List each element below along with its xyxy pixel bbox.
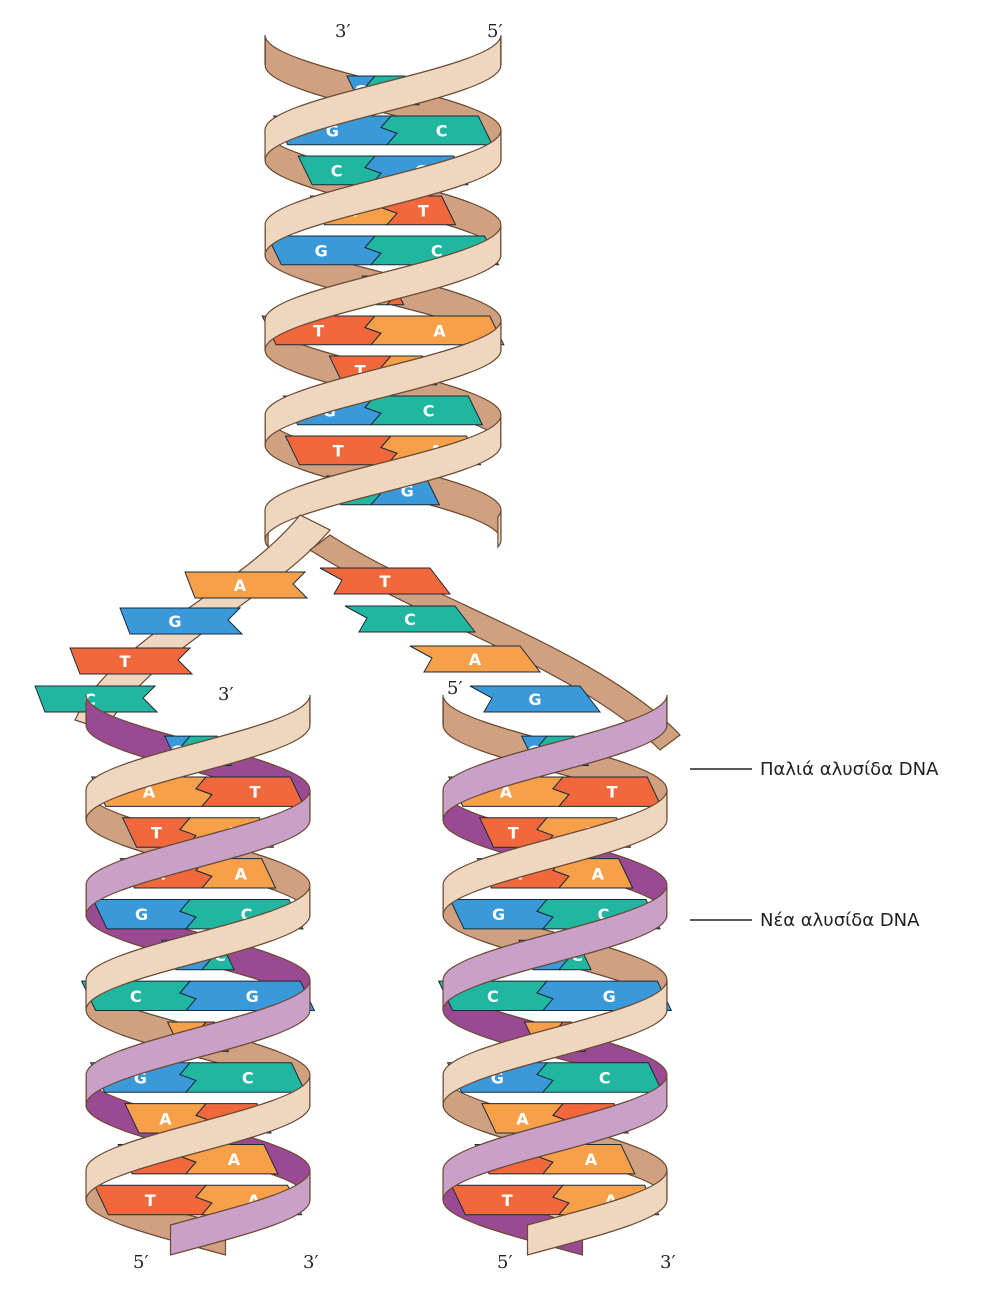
right-daughter-helix: GCATTATAGCGCCGATGCATTATA — [439, 695, 672, 1255]
right-daughter-base-letter: A — [592, 864, 605, 883]
fork-right-base-letter: A — [469, 650, 482, 669]
right-daughter-base-letter: G — [492, 905, 505, 924]
right-daughter-base-letter: G — [603, 987, 616, 1006]
right-daughter-base-letter: T — [607, 783, 618, 802]
left-daughter-strand-a-front-segment — [86, 1077, 310, 1200]
parent-helix: GCGCCGATGCATTATAGCTACG — [262, 35, 504, 547]
new-strand-label: Νέα αλυσίδα DNA — [760, 910, 920, 931]
parent-base-letter: T — [313, 321, 324, 340]
right-daughter-base-letter: C — [599, 1068, 611, 1087]
parent-base-letter: G — [315, 241, 328, 260]
left-daughter-base-letter: C — [242, 1068, 254, 1087]
parent-base-letter: C — [436, 121, 448, 140]
right-daughter-bottom-right-label: 3′ — [660, 1252, 676, 1273]
right-daughter-base-letter: A — [516, 1109, 529, 1128]
fork-right-old-strand — [310, 535, 680, 750]
right-daughter-strand-b-front-segment — [443, 791, 667, 917]
right-daughter-base-letter: A — [585, 1150, 598, 1169]
left-daughter-base-letter: T — [145, 1191, 156, 1210]
left-daughter-base-letter: A — [228, 1150, 241, 1169]
fork-left-base-letter: A — [234, 576, 247, 595]
right-daughter-bottom-left-label: 5′ — [497, 1252, 513, 1273]
left-daughter-base-letter: A — [159, 1109, 172, 1128]
right-daughter-strand-a-front-segment — [443, 1077, 667, 1200]
left-daughter-helix: GCATTATAGCGCCGATGCATTATA — [82, 695, 315, 1255]
right-daughter-base-letter: T — [508, 823, 519, 842]
right-daughter-base-letter: C — [487, 987, 499, 1006]
fork-right-base-letter: G — [528, 690, 541, 709]
top-end-right-label: 5′ — [487, 21, 503, 42]
left-daughter-top-end-label: 3′ — [218, 684, 234, 705]
fork-left-base-letter: G — [168, 612, 181, 631]
fork-left-base-letter: T — [120, 652, 131, 671]
parent-base-letter: T — [333, 441, 344, 460]
left-daughter-base-letter: T — [250, 783, 261, 802]
old-strand-label: Παλιά αλυσίδα DNA — [760, 759, 939, 780]
left-daughter-bottom-left-label: 5′ — [133, 1252, 149, 1273]
left-daughter-base-letter: G — [246, 987, 259, 1006]
parent-base-letter: T — [418, 201, 429, 220]
left-daughter-base-letter: T — [151, 823, 162, 842]
left-daughter-base-letter: C — [130, 987, 142, 1006]
fork-right-base-letter: T — [380, 572, 391, 591]
left-daughter-strand-b-front-segment — [86, 791, 310, 917]
right-daughter-top-end-label: 5′ — [447, 678, 463, 699]
parent-strand-b-front-segment — [498, 511, 501, 547]
parent-base-letter: C — [423, 401, 435, 420]
left-daughter-base-letter: A — [235, 864, 248, 883]
fork-right-base-letter: C — [404, 610, 416, 629]
left-daughter-base-letter: G — [135, 905, 148, 924]
parent-base-letter: A — [433, 321, 446, 340]
parent-base-letter: C — [331, 161, 343, 180]
top-end-left-label: 3′ — [335, 21, 351, 42]
left-daughter-bottom-right-label: 3′ — [303, 1252, 319, 1273]
right-daughter-base-letter: T — [502, 1191, 513, 1210]
fork-left-base-T — [70, 648, 192, 674]
